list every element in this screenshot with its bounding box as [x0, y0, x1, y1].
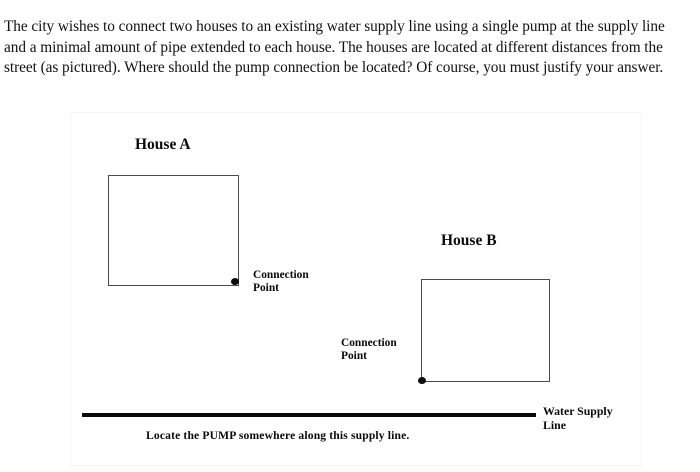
- water-supply-line: [82, 413, 536, 417]
- house-a-connection-point-dot-icon: [231, 278, 239, 285]
- house-b-connection-label-line2: Point: [341, 350, 367, 363]
- water-supply-line-label-line2: Line: [543, 417, 566, 432]
- water-supply-line-label: Water Supply Line: [543, 404, 613, 432]
- house-b-connection-point-label: Connection Point: [341, 337, 397, 363]
- house-a-rectangle: [108, 175, 239, 286]
- house-b-connection-point-dot-icon: [418, 377, 426, 384]
- house-a-title: House A: [135, 136, 191, 153]
- diagram-figure: House A Connection Point House B Connect…: [70, 112, 642, 466]
- problem-statement-text: The city wishes to connect two houses to…: [4, 18, 665, 77]
- house-a-connection-point-label: Connection Point: [253, 269, 309, 295]
- pump-location-caption: Locate the PUMP somewhere along this sup…: [146, 429, 410, 442]
- house-b-connection-label-line1: Connection: [341, 337, 397, 349]
- house-a-connection-label-line2: Point: [253, 282, 279, 295]
- house-b-title: House B: [441, 232, 497, 249]
- house-b-rectangle: [421, 279, 550, 382]
- house-a-connection-label-line1: Connection: [253, 269, 309, 281]
- water-supply-line-label-line1: Water Supply: [543, 404, 613, 418]
